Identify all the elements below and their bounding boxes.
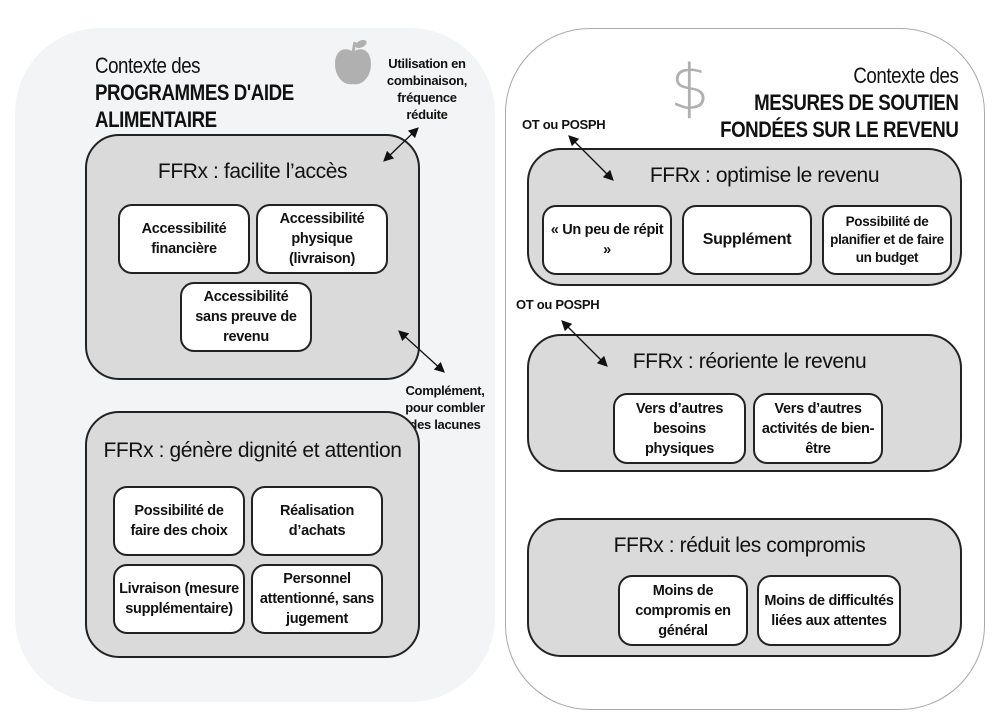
- combination-use-note: Utilisation en combinaison, fréquence ré…: [384, 55, 470, 123]
- ot-posph-note-2: OT ou POSPH: [516, 297, 600, 312]
- note-line: Utilisation en: [388, 56, 466, 71]
- item-choice: Possibilité de faire des choix: [113, 486, 245, 556]
- item-physical-accessibility: Accessibilité physique (livraison): [256, 204, 388, 274]
- note-line: fréquence: [397, 90, 457, 105]
- group-title: FFRx : réoriente le revenu: [632, 350, 867, 373]
- context-title-line2: PROGRAMMES D'AIDE: [95, 80, 294, 105]
- dollar-icon: $: [670, 51, 710, 124]
- ot-posph-note-1: OT ou POSPH: [522, 117, 606, 132]
- group-title: FFRx : réduit les compromis: [613, 534, 866, 557]
- note-line: pour combler: [405, 400, 485, 415]
- note-line: des lacunes: [409, 417, 481, 432]
- food-aid-context-title: Contexte des PROGRAMMES D'AIDE ALIMENTAI…: [95, 52, 294, 133]
- item-supplement: Supplément: [682, 205, 812, 275]
- group-title: FFRx : génère dignité et attention: [103, 439, 402, 462]
- group-title: FFRx : optimise le revenu: [649, 164, 880, 187]
- item-fewer-tradeoffs: Moins de compromis en général: [618, 575, 748, 646]
- item-budget-planning: Possibilité de planifier et de faire un …: [822, 205, 952, 275]
- group-title: FFRx : facilite l’accès: [157, 160, 348, 183]
- item-delivery: Livraison (mesure supplémentaire): [113, 564, 245, 634]
- item-no-income-proof: Accessibilité sans preuve de revenu: [180, 282, 312, 352]
- context-title-line2: MESURES DE SOUTIEN: [753, 90, 959, 115]
- income-support-context-title: Contexte des MESURES DE SOUTIEN FONDÉES …: [719, 62, 959, 143]
- complement-note: Complément, pour combler des lacunes: [405, 382, 485, 433]
- item-purchases: Réalisation d’achats: [251, 486, 383, 556]
- apple-icon: [335, 39, 371, 85]
- item-respite: « Un peu de répit »: [542, 205, 672, 275]
- item-other-wellbeing-activities: Vers d’autres activités de bien-être: [753, 393, 883, 464]
- item-caring-staff: Personnel attentionné, sans jugement: [251, 564, 383, 634]
- item-financial-accessibility: Accessibilité financière: [118, 204, 250, 274]
- note-line: Complément,: [405, 383, 485, 398]
- item-other-physical-needs: Vers d’autres besoins physiques: [613, 393, 746, 464]
- context-title-line3: ALIMENTAIRE: [95, 107, 217, 132]
- item-fewer-waiting-difficulties: Moins de difficultés liées aux attentes: [757, 575, 901, 646]
- note-line: réduite: [406, 107, 448, 122]
- context-title-line1: Contexte des: [852, 63, 959, 88]
- note-line: combinaison,: [386, 73, 468, 88]
- context-title-line1: Contexte des: [95, 53, 201, 78]
- context-title-line3: FONDÉES SUR LE REVENU: [719, 117, 959, 142]
